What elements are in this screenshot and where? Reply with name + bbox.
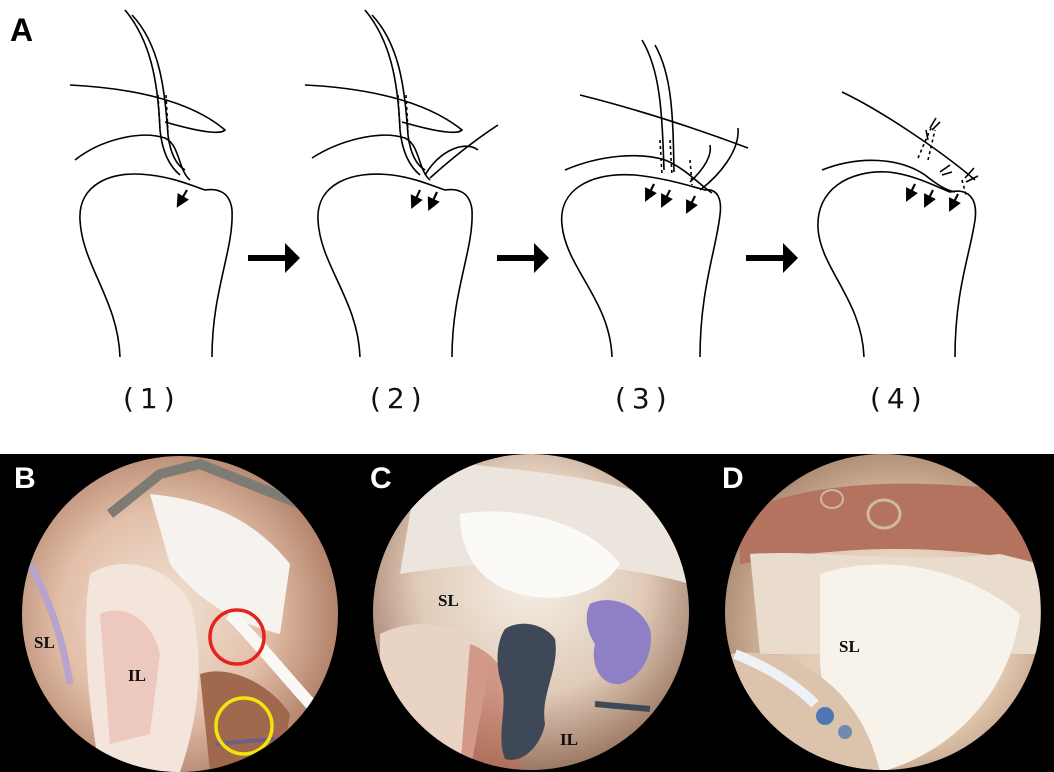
- suture-tail: [690, 145, 710, 182]
- humeral-head-outline: [80, 174, 232, 357]
- next-arrow: [746, 243, 798, 273]
- tension-arrow: [689, 196, 695, 208]
- labrum-upper-line: [70, 85, 225, 132]
- tension-arrow: [927, 190, 933, 202]
- panel-a-schematic: A: [0, 0, 1054, 450]
- suture-tail: [430, 125, 498, 178]
- step-label-1: (1): [123, 382, 181, 415]
- humeral-head-outline: [318, 174, 472, 357]
- step-4-drawing: [818, 92, 978, 357]
- panel-b-sl-annotation: SL: [34, 633, 55, 653]
- tension-arrow: [431, 192, 437, 205]
- next-arrow: [497, 243, 549, 273]
- step-label-2: (2): [370, 382, 428, 415]
- knot-mark: [940, 165, 952, 175]
- step-label-3: (3): [615, 382, 673, 415]
- tension-arrow: [952, 194, 958, 206]
- suture-strand: [642, 40, 664, 170]
- humeral-head-outline: [562, 175, 721, 357]
- knot-mark: [965, 168, 978, 182]
- suture-tail: [425, 146, 478, 175]
- next-arrow: [248, 243, 300, 273]
- panel-d-sl-annotation: SL: [839, 637, 860, 657]
- arthroscopic-photo-strip: B C D SL IL SL IL SL: [0, 454, 1054, 772]
- panel-c-label: C: [370, 462, 392, 496]
- panel-b-il-annotation: IL: [128, 666, 146, 686]
- knot-mark: [926, 118, 940, 140]
- step-2-drawing: [305, 10, 498, 357]
- tension-arrow: [180, 190, 187, 202]
- suture-strand: [372, 15, 425, 170]
- photo-c: [373, 454, 690, 772]
- labrum-upper-line: [305, 85, 462, 132]
- photo-b: [22, 456, 338, 772]
- panel-d-label: D: [722, 462, 744, 496]
- step-3-drawing: [562, 40, 748, 357]
- arthroscopic-images: [0, 454, 1054, 772]
- labrum-lower-line: [822, 160, 955, 192]
- tension-arrow: [648, 184, 654, 196]
- panel-c-il-annotation: IL: [560, 730, 578, 750]
- step-1-drawing: [70, 10, 232, 357]
- panel-c-sl-annotation: SL: [438, 591, 459, 611]
- tension-arrow: [414, 190, 420, 203]
- step-label-4: (4): [870, 382, 928, 415]
- tension-arrow: [909, 184, 915, 196]
- humeral-head-outline: [818, 172, 976, 357]
- labrum-upper-line: [580, 95, 748, 148]
- photo-d: [725, 454, 1041, 772]
- labrum-lower-line: [312, 135, 430, 180]
- tension-arrow: [664, 190, 670, 202]
- panel-b-label: B: [14, 462, 36, 496]
